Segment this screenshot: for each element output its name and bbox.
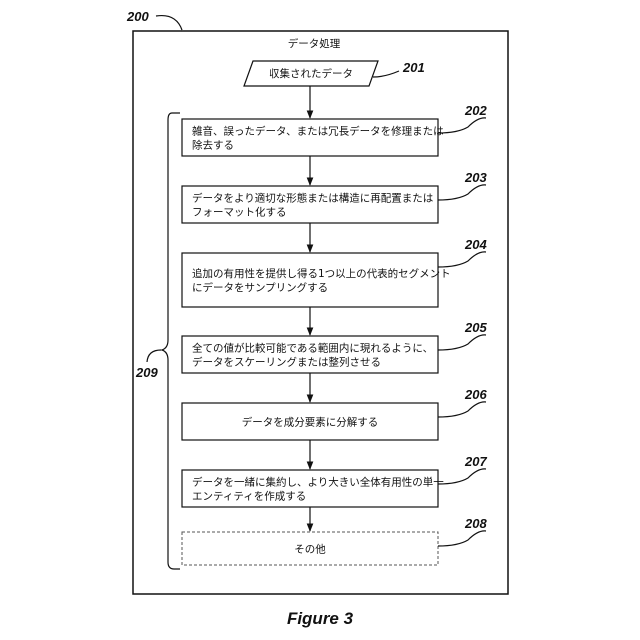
ref-202: 202 <box>464 103 487 118</box>
step-202: 雑音、誤ったデータ、または冗長データを修理または除去する 202 <box>182 103 487 156</box>
step-204: 追加の有用性を提供し得る1つ以上の代表的セグメントにデータをサンプリングする 20… <box>182 237 487 307</box>
ref-leader-201 <box>373 71 399 77</box>
step-text-205-line-2: データをスケーリングまたは整列させる <box>192 356 381 369</box>
ref-leader-205 <box>438 335 486 350</box>
step-208: その他 208 <box>182 516 487 565</box>
input-node: 収集されたデータ 201 <box>244 60 425 86</box>
input-node-label: 収集されたデータ <box>269 67 353 80</box>
ref-leader-209 <box>147 350 161 362</box>
step-text-203-line-2: フォーマット化する <box>192 206 287 219</box>
ref-208: 208 <box>464 516 487 531</box>
step-text-207-line-1: データを一緒に集約し、より大きい全体有用性の単一 <box>192 476 444 489</box>
ref-209: 209 <box>135 365 158 380</box>
steps-layer: 雑音、誤ったデータ、または冗長データを修理または除去する 202 データをより適切な… <box>182 103 487 565</box>
step-box-204 <box>182 253 438 307</box>
outer-frame <box>133 31 508 594</box>
figure-ref-200: 200 <box>126 9 149 24</box>
step-205: 全ての値が比較可能である範囲内に現れるように、データをスケーリングまたは整列させ… <box>182 320 487 373</box>
diagram-title: データ処理 <box>288 37 341 50</box>
step-text-202-line-2: 除去する <box>192 139 234 152</box>
step-text-203-line-1: データをより適切な形態または構造に再配置または <box>192 192 433 205</box>
ref-206: 206 <box>464 387 487 402</box>
ref-204: 204 <box>464 237 487 252</box>
ref-203: 203 <box>464 170 487 185</box>
ref-leader-208 <box>438 531 486 546</box>
step-text-206-line-1: データを成分要素に分解する <box>242 416 379 429</box>
ref-leader-207 <box>438 469 486 484</box>
step-text-204-line-1: 追加の有用性を提供し得る1つ以上の代表的セグメント <box>192 267 451 280</box>
step-203: データをより適切な形態または構造に再配置またはフォーマット化する 203 <box>182 170 487 223</box>
step-206: データを成分要素に分解する 206 <box>182 387 487 440</box>
ref-leader-202 <box>438 118 486 133</box>
figure-ref-leader <box>156 16 182 30</box>
step-text-207-line-2: エンティティを作成する <box>192 491 306 503</box>
step-text-208-line-1: その他 <box>294 543 326 556</box>
ref-207: 207 <box>464 454 487 469</box>
figure-caption: Figure 3 <box>287 609 354 628</box>
group-bracket <box>162 113 180 569</box>
ref-leader-206 <box>438 402 486 417</box>
step-text-202-line-1: 雑音、誤ったデータ、または冗長データを修理または <box>192 125 444 138</box>
ref-201: 201 <box>402 60 425 75</box>
ref-205: 205 <box>464 320 487 335</box>
step-text-205-line-1: 全ての値が比較可能である範囲内に現れるように、 <box>192 342 433 355</box>
step-text-204-line-2: にデータをサンプリングする <box>192 281 328 294</box>
ref-leader-204 <box>438 252 486 267</box>
ref-leader-203 <box>438 185 486 200</box>
step-207: データを一緒に集約し、より大きい全体有用性の単一エンティティを作成する 207 <box>182 454 487 507</box>
